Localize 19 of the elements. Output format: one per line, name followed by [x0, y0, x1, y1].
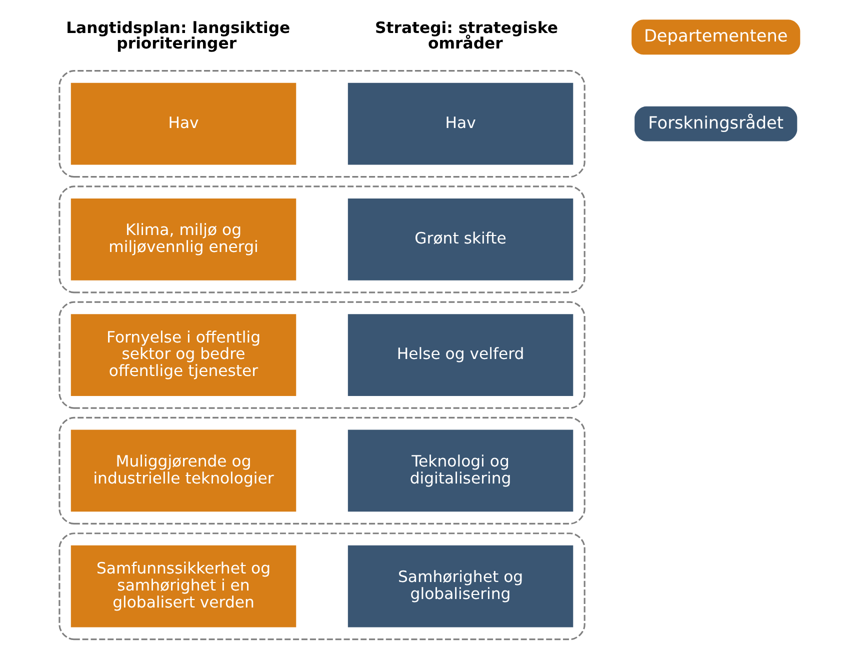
cluster [58, 70, 585, 178]
node-box: Hav [70, 82, 296, 165]
node-box: Klima, miljø og miljøvennlig energi [70, 198, 296, 280]
node-box: Hav [347, 82, 573, 165]
node-box: Muliggjørende og industrielle teknologier [70, 430, 296, 512]
label: Strategi: strategiske områder [374, 18, 558, 52]
node-box: Grønt skifte [347, 198, 573, 280]
cluster [58, 186, 585, 294]
node-box: Samhørighet og globalisering [347, 545, 573, 628]
node-box: Teknologi og digitalisering [347, 430, 573, 512]
cluster [58, 532, 585, 640]
legend-label: Forskningsrådet [648, 112, 784, 132]
node-box: Samfunnssikkerhet og samhørighet i en globalisert verden [70, 545, 296, 628]
node-box: Fornyelse i offentlig sektor og bedre offentlige tjenester [70, 314, 296, 396]
node-box: Helse og velferd [347, 314, 573, 396]
cluster [58, 416, 585, 524]
legend-label: Departementene [643, 26, 788, 46]
label: Langtidsplan: langsiktige prioriteringer [66, 18, 290, 52]
cluster [58, 301, 585, 409]
